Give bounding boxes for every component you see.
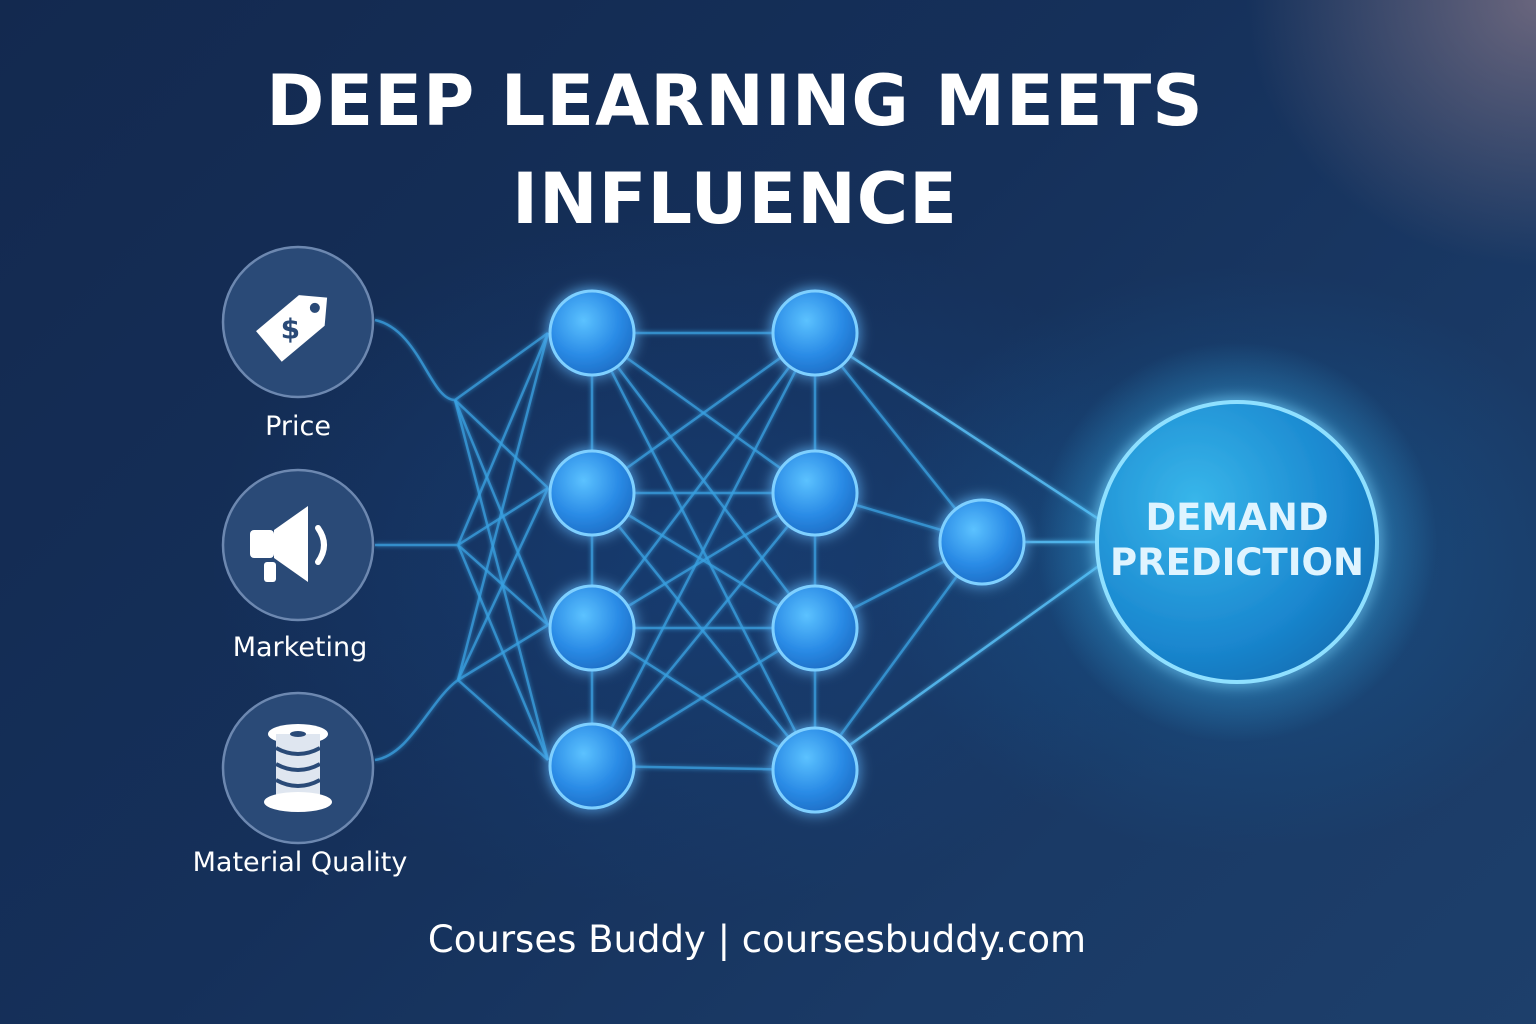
hidden-connection <box>591 626 816 772</box>
hidden-connection <box>813 541 984 771</box>
input-connection <box>374 318 549 402</box>
input-label-price: Price <box>265 411 331 442</box>
neuron-node <box>771 726 859 814</box>
title-line-1: DEEP LEARNING MEETS <box>266 60 1204 142</box>
hidden-connection <box>590 332 817 767</box>
output-label-line-1: DEMAND <box>1145 496 1329 539</box>
neuron-node <box>548 449 636 537</box>
hidden-connection <box>591 492 816 767</box>
price-input: $ <box>221 245 375 399</box>
material-quality-input <box>221 691 375 845</box>
title-line-2: INFLUENCE <box>512 158 958 240</box>
output-label-line-2: PREDICTION <box>1110 541 1364 584</box>
neuron-node <box>771 584 859 672</box>
hidden-connection <box>591 626 816 768</box>
neuron-node <box>771 449 859 537</box>
hidden-connection <box>814 332 983 543</box>
thread-spool-icon <box>264 724 332 812</box>
input-connection <box>457 679 549 761</box>
neuron-node <box>938 498 1026 586</box>
input-label-material-quality: Material Quality <box>192 847 408 878</box>
input-connection <box>457 486 549 547</box>
megaphone-icon <box>250 506 327 582</box>
input-label-marketing: Marketing <box>232 632 368 663</box>
price-tag-icon: $ <box>256 295 328 362</box>
neuron-node <box>548 722 636 810</box>
neuron-node <box>771 289 859 377</box>
input-connection <box>456 487 550 681</box>
hidden-layer-3 <box>938 498 1026 586</box>
price-tag-glyph: $ <box>281 312 300 345</box>
input-connection <box>457 623 549 682</box>
neuron-node <box>548 584 636 672</box>
footer-credit: Courses Buddy | coursesbuddy.com <box>427 918 1087 961</box>
hidden-connection <box>591 492 816 771</box>
input-connection <box>453 399 550 761</box>
marketing-input <box>221 468 375 622</box>
input-icons: $ <box>221 245 375 845</box>
neuron-node <box>548 289 636 377</box>
input-connection <box>374 332 550 762</box>
hidden-layer-1 <box>548 289 636 810</box>
hidden-connection <box>591 332 816 629</box>
hidden-layer-2 <box>771 289 859 814</box>
hidden-connection <box>591 331 816 495</box>
output-node <box>1037 342 1437 742</box>
